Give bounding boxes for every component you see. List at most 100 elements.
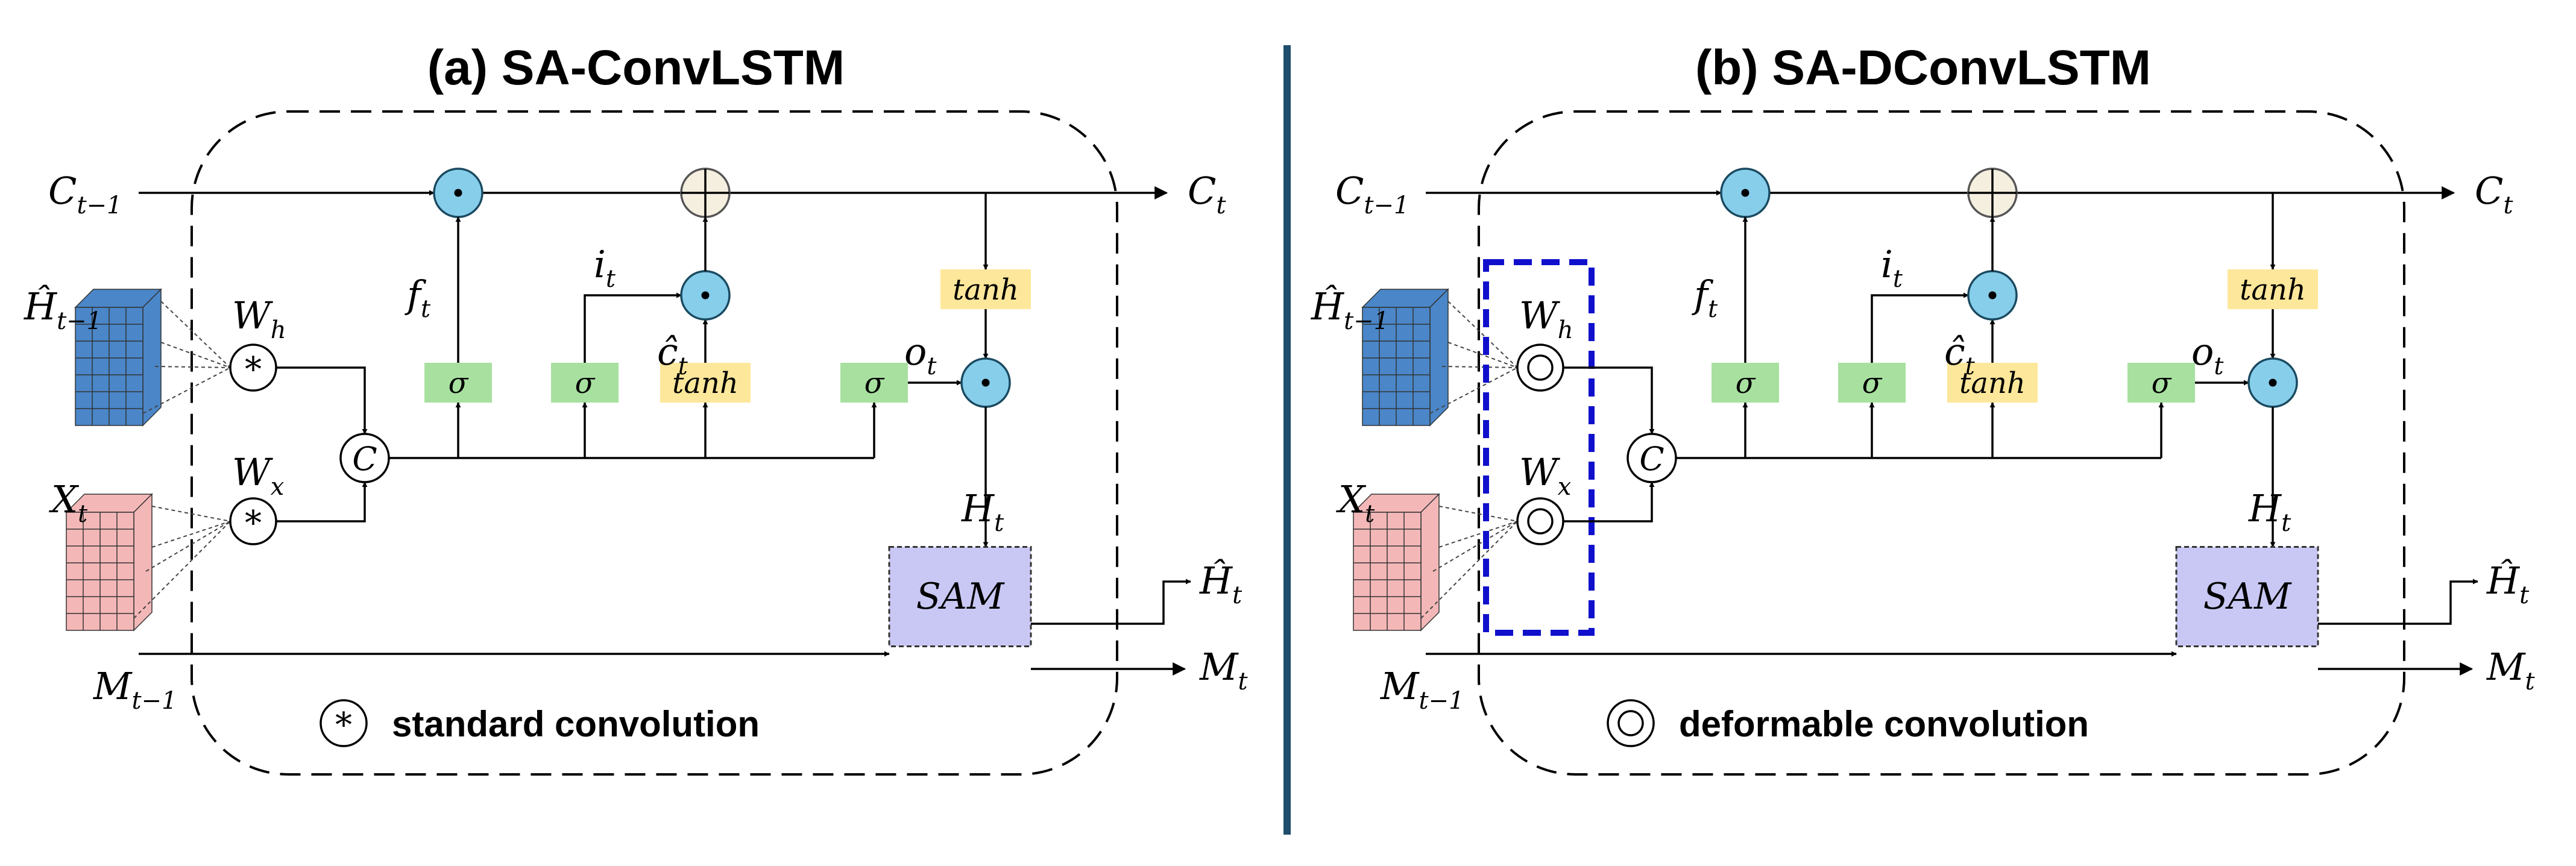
sigma-gate-input [1838, 363, 1906, 403]
receptive-field-line [1438, 521, 1518, 548]
input-feature-cube [1352, 493, 1440, 632]
tanh-candidate-label: tanh [672, 366, 738, 400]
dot-mark [701, 291, 710, 300]
sam-module [2175, 546, 2319, 647]
receptive-field-line [1447, 342, 1518, 368]
deformable-inner-ring [1527, 508, 1554, 535]
receptive-field-line [142, 367, 231, 414]
receptive-field-line [154, 366, 231, 368]
hidden-state-feature-cube [1361, 288, 1449, 427]
label-m-out: Mt [2486, 645, 2535, 695]
legend-conv-symbol: * [335, 706, 352, 745]
label-h-prev: Ĥt−1 [1311, 284, 1389, 335]
concat-label: C [352, 440, 377, 478]
label-c-prev: Ct−1 [1335, 169, 1409, 219]
deformable-conv-highlight-box [1483, 259, 1595, 636]
dot-mark [1741, 189, 1749, 197]
connector-line [276, 366, 368, 435]
label-w-h: Wh [232, 293, 286, 344]
connector-line [2318, 579, 2478, 625]
label-m-out: Mt [1199, 645, 1248, 695]
label-c-hat: ĉt [657, 330, 688, 380]
tanh-candidate [660, 363, 751, 403]
sigma-gate-output [840, 363, 908, 403]
label-c-hat: ĉt [1944, 330, 1976, 380]
dot-mark [1988, 291, 1997, 300]
label-c-prev: Ct−1 [48, 169, 122, 219]
receptive-field-line [145, 521, 231, 572]
conv-symbol: * [245, 350, 262, 389]
receptive-field-line [151, 521, 231, 548]
sigma-gate-output [2127, 363, 2195, 403]
label-w-x: Wx [1519, 450, 1571, 501]
sigma-gate-forget-label: σ [1736, 366, 1756, 400]
legend-text: standard convolution [392, 704, 760, 744]
label-h-out: Ĥt [1199, 559, 1242, 609]
sigma-gate-output-label: σ [864, 366, 885, 400]
hidden-state-feature-cube [74, 288, 162, 427]
label-c-out: Ct [1188, 169, 1226, 219]
label-w-x: Wx [232, 450, 284, 501]
legend-text: deformable convolution [1679, 704, 2089, 744]
deformable-inner-ring [1617, 710, 1644, 736]
label-f-t: ft [405, 272, 431, 323]
deformable-convolution-icon [1516, 344, 1564, 392]
tanh-cell-output-label: tanh [2240, 273, 2306, 307]
receptive-field-line [160, 301, 231, 368]
panel-title: (a) SA-ConvLSTM [427, 40, 845, 95]
label-x-t: Xt [1336, 477, 1375, 528]
sigma-gate-forget [1712, 363, 1779, 403]
receptive-field-line [1420, 521, 1518, 619]
sam-label: SAM [2203, 576, 2292, 618]
receptive-field-line [1447, 301, 1518, 368]
label-o-t: ot [904, 330, 937, 380]
tanh-cell-output [2228, 269, 2318, 309]
dot-mark [2269, 378, 2277, 387]
label-h-t: Ht [2248, 486, 2291, 537]
label-i-t: it [1881, 242, 1903, 293]
label-h-prev: Ĥt−1 [24, 284, 102, 335]
label-m-prev: Mt−1 [1380, 664, 1464, 715]
sigma-gate-forget-label: σ [449, 366, 469, 400]
sam-label: SAM [916, 576, 1005, 618]
sam-module [888, 546, 1032, 647]
label-o-t: ot [2191, 330, 2224, 380]
receptive-field-line [133, 521, 231, 619]
connector-line [1563, 482, 1655, 522]
receptive-field-line [1441, 366, 1518, 368]
sigma-gate-input-label: σ [575, 366, 596, 400]
label-i-t: it [594, 242, 616, 293]
receptive-field-line [1429, 367, 1518, 414]
sigma-gate-input [551, 363, 619, 403]
input-feature-cube [65, 493, 153, 632]
receptive-field-line [1432, 521, 1518, 572]
cell-boundary [191, 110, 1118, 776]
concat-label: C [1639, 440, 1664, 478]
conv-symbol: * [245, 504, 262, 543]
deformable-convolution-icon [1516, 497, 1564, 545]
standard-convolution-icon [320, 699, 368, 747]
receptive-field-line [1438, 506, 1518, 522]
label-h-out: Ĥt [2486, 559, 2530, 609]
sigma-gate-forget [424, 363, 492, 403]
receptive-field-line [160, 342, 231, 368]
dot-mark [454, 189, 462, 197]
sigma-gate-output-label: σ [2152, 366, 2172, 400]
label-w-h: Wh [1519, 293, 1573, 344]
label-h-t: Ht [961, 486, 1004, 537]
sigma-gate-input-label: σ [1862, 366, 1883, 400]
connector-line [1031, 579, 1191, 625]
connector-line [1563, 366, 1655, 435]
connector-line [1871, 292, 1969, 363]
deformable-inner-ring [1527, 354, 1554, 381]
label-m-prev: Mt−1 [93, 664, 177, 715]
tanh-candidate-label: tanh [1959, 366, 2026, 400]
connector-line [584, 292, 682, 363]
panel-title: (b) SA-DConvLSTM [1695, 40, 2151, 95]
label-x-t: Xt [49, 477, 88, 528]
tanh-cell-output [940, 269, 1031, 309]
receptive-field-line [151, 506, 231, 522]
